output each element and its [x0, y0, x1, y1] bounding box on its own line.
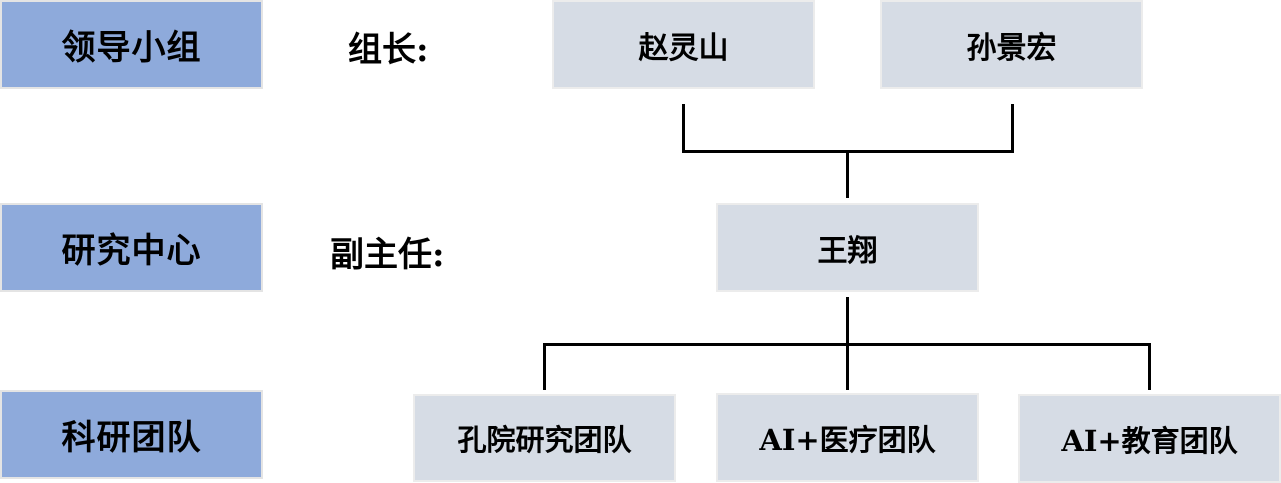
node-label: AI+教育团队 — [1061, 423, 1238, 458]
level-leadership-group: 领导小组 — [0, 0, 263, 89]
team-node-ai-medical: AI+医疗团队 — [716, 393, 979, 482]
level-label: 研究中心 — [61, 231, 202, 271]
level-label: 科研团队 — [61, 418, 202, 458]
leader-role-label: 组长: — [348, 30, 429, 70]
team-node-ai-education: AI+教育团队 — [1018, 394, 1281, 483]
leader-node-sun: 孙景宏 — [880, 0, 1143, 89]
connector-line — [543, 343, 546, 390]
node-label: 孔院研究团队 — [457, 423, 632, 457]
node-label: AI+医疗团队 — [759, 422, 936, 457]
level-research-teams: 科研团队 — [0, 390, 263, 479]
connector-line — [543, 343, 1151, 346]
node-label: 孙景宏 — [966, 30, 1057, 66]
level-label: 领导小组 — [61, 28, 202, 68]
connector-line — [1011, 104, 1014, 153]
leader-node-zhao: 赵灵山 — [552, 0, 815, 89]
connector-line — [1148, 343, 1151, 390]
deputy-role-label: 副主任: — [330, 235, 445, 275]
connector-line — [846, 150, 849, 198]
level-research-center: 研究中心 — [0, 203, 263, 292]
node-label: 王翔 — [817, 233, 878, 269]
connector-line — [682, 104, 685, 153]
node-label: 赵灵山 — [638, 30, 729, 66]
deputy-node-wang: 王翔 — [716, 203, 979, 292]
team-node-confucius: 孔院研究团队 — [413, 394, 676, 482]
